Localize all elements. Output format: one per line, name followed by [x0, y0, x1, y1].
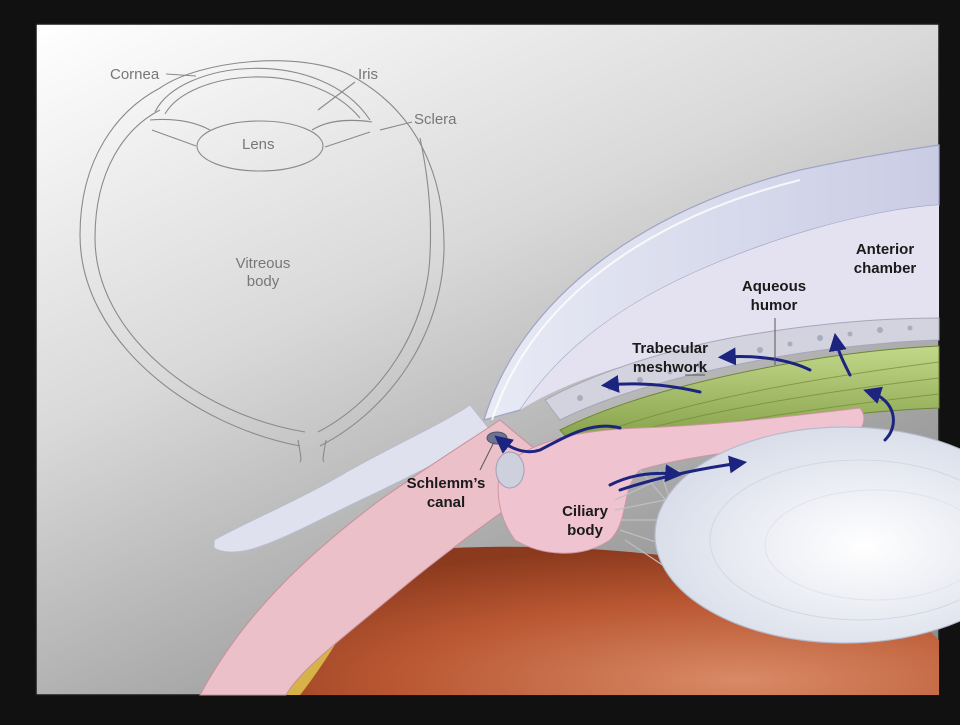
label-vitreous-body: Vitreous body: [222, 255, 304, 291]
label-aqueous-line2: humor: [750, 297, 798, 314]
flow-arrow-trabecular: [717, 347, 812, 372]
flow-arrow-ciliary-2: [608, 464, 684, 487]
anterior-segment-cross-section: [199, 144, 960, 696]
anterior-chamber: [520, 205, 939, 410]
flow-arrow-meshwork: [600, 375, 702, 394]
sclera-leader: [379, 121, 413, 131]
label-ciliary-line2: body: [567, 522, 603, 539]
label-trabecular-line2: meshwork: [632, 359, 708, 376]
flow-arrow-iris: [863, 386, 895, 442]
retina-outline: [94, 109, 432, 433]
optic-nerve-outline: [297, 439, 327, 463]
label-schlemm-line1: Schlemm’s: [406, 475, 486, 492]
iris-outline: [149, 118, 373, 131]
drainage-pocket: [495, 451, 525, 489]
flow-arrow-to-canal: [494, 424, 622, 454]
label-anterior-chamber: Anterior chamber: [840, 240, 930, 278]
label-schlemms-canal: Schlemm’s canal: [400, 474, 492, 512]
cornea-leader: [165, 73, 197, 77]
label-trabecular-meshwork: Trabecular meshwork: [622, 339, 718, 377]
schlemm-leader: [479, 441, 495, 471]
label-anterior-line2: chamber: [853, 260, 917, 277]
label-sclera: Sclera: [414, 111, 457, 128]
label-schlemm-line2: canal: [426, 494, 466, 511]
flow-arrow-chamber: [828, 332, 852, 377]
lens-tissue: [654, 426, 960, 644]
lens-core: [764, 489, 960, 601]
label-iris: Iris: [358, 66, 378, 83]
label-aqueous-humor: Aqueous humor: [732, 277, 816, 315]
ciliary-outline: [151, 129, 371, 148]
label-anterior-line1: Anterior: [855, 241, 915, 258]
label-trabecular-line1: Trabecular: [632, 340, 708, 357]
sclera-wall: [199, 419, 561, 696]
label-cornea: Cornea: [110, 66, 160, 83]
label-ciliary-body: Ciliary body: [550, 502, 620, 540]
label-aqueous-line1: Aqueous: [741, 278, 807, 295]
aqueous-flow-arrows: [494, 332, 895, 492]
label-vitreous-line1: Vitreous: [235, 255, 291, 272]
cornea-highlight: [491, 179, 801, 421]
detail-leaders: [479, 318, 776, 471]
eye-overview-diagram: [79, 60, 445, 463]
label-vitreous-line2: body: [246, 273, 280, 290]
cornea-outline: [154, 67, 371, 121]
cornea-inner-outline: [164, 76, 361, 119]
lens-nucleus: [709, 459, 960, 621]
label-lens: Lens: [242, 136, 275, 153]
iris-leader: [317, 81, 356, 111]
label-ciliary-line1: Ciliary: [562, 503, 608, 520]
lens-outline: [196, 120, 324, 172]
eyeball-outline: [79, 60, 445, 447]
